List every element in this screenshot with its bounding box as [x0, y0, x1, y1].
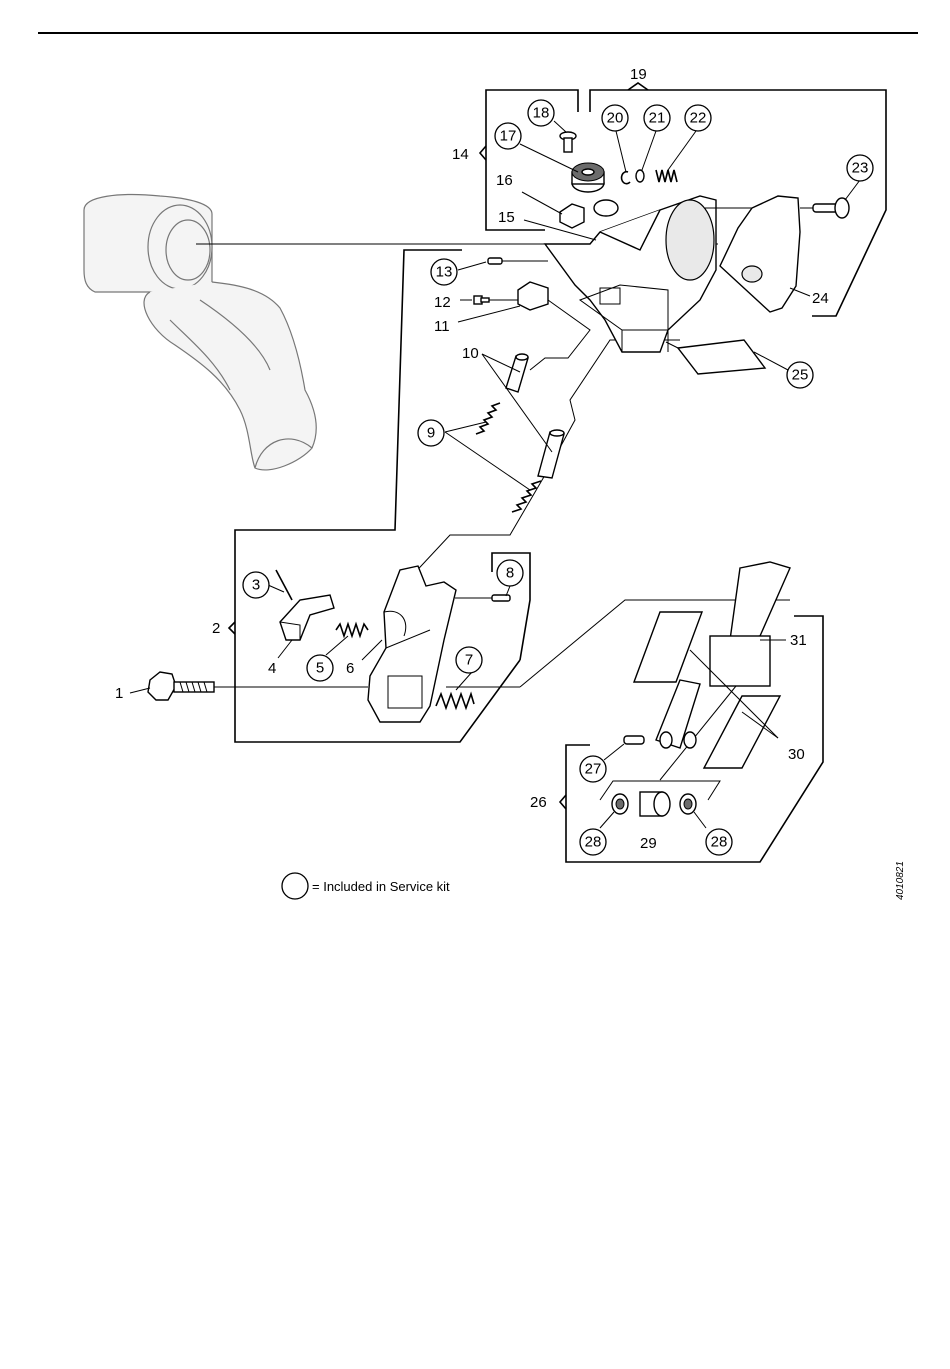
label-30: 30 — [788, 746, 805, 763]
link-part-26 — [656, 680, 700, 748]
svg-text:8: 8 — [506, 565, 514, 582]
svg-text:20: 20 — [607, 110, 624, 127]
svg-text:21: 21 — [649, 110, 666, 127]
callout-17: 17 — [495, 123, 521, 149]
block-part-16 — [560, 204, 584, 228]
plate-part-11 — [518, 282, 548, 310]
washer-part-21 — [636, 170, 644, 182]
svg-text:28: 28 — [585, 834, 602, 851]
callout-23: 23 — [847, 155, 873, 181]
svg-text:23: 23 — [852, 160, 869, 177]
label-31: 31 — [790, 632, 807, 649]
latch-part-4 — [280, 595, 334, 640]
knob-part-17 — [572, 163, 604, 192]
callout-3: 3 — [243, 572, 269, 598]
plate-part-25 — [678, 340, 765, 374]
handle-body — [84, 195, 316, 470]
callout-20: 20 — [602, 105, 628, 131]
cover-part-24 — [720, 196, 800, 312]
callout-7: 7 — [456, 647, 482, 673]
boss-part-15 — [594, 200, 618, 216]
label-11: 11 — [434, 318, 450, 335]
group-14-brace — [480, 146, 486, 160]
label-2: 2 — [212, 620, 220, 637]
callout-8: 8 — [497, 560, 523, 586]
callout-9: 9 — [418, 420, 444, 446]
svg-text:17: 17 — [500, 128, 517, 145]
svg-text:25: 25 — [792, 367, 809, 384]
callout-22: 22 — [685, 105, 711, 131]
legend-text: = Included in Service kit — [312, 879, 450, 894]
svg-text:27: 27 — [585, 761, 602, 778]
callout-13: 13 — [431, 259, 457, 285]
pin-part-10-a — [506, 354, 528, 392]
sleeve-part-29 — [640, 792, 670, 816]
label-4: 4 — [268, 660, 276, 677]
group-19-brace — [628, 83, 648, 90]
housing-inner-line-a — [530, 300, 590, 370]
group-2-brace — [229, 622, 235, 634]
label-6: 6 — [346, 660, 354, 677]
label-14: 14 — [452, 146, 469, 163]
pin-part-3 — [276, 570, 292, 600]
bolt-part-1 — [148, 672, 214, 700]
svg-text:13: 13 — [436, 264, 453, 281]
callout-25: 25 — [787, 362, 813, 388]
group-26-brace — [560, 795, 566, 809]
label-10: 10 — [462, 345, 479, 362]
label-12: 12 — [434, 294, 451, 311]
label-24: 24 — [812, 290, 829, 307]
svg-text:7: 7 — [465, 652, 473, 669]
callout-18: 18 — [528, 100, 554, 126]
callout-28-right: 28 — [706, 829, 732, 855]
pin-part-13 — [488, 258, 502, 264]
axis-line-diag — [520, 600, 738, 687]
svg-text:28: 28 — [711, 834, 728, 851]
pin-part-8 — [492, 595, 510, 601]
bushing-part-28-a — [612, 794, 628, 814]
callout-5: 5 — [307, 655, 333, 681]
pin-part-27 — [624, 736, 644, 744]
callout-27: 27 — [580, 756, 606, 782]
spring-part-5 — [336, 624, 368, 636]
svg-text:22: 22 — [690, 110, 707, 127]
callout-28-left: 28 — [580, 829, 606, 855]
svg-text:9: 9 — [427, 425, 435, 442]
label-16: 16 — [496, 172, 513, 189]
bushing-part-28-b — [680, 794, 696, 814]
spring-part-22 — [656, 170, 677, 182]
callout-21: 21 — [644, 105, 670, 131]
svg-text:18: 18 — [533, 105, 550, 122]
drawing-number: 4010821 — [895, 861, 906, 900]
label-1: 1 — [115, 685, 123, 702]
screw-part-18 — [560, 132, 576, 152]
clip-part-20 — [621, 172, 630, 184]
label-29: 29 — [640, 835, 657, 852]
label-19: 19 — [630, 66, 647, 83]
legend-circle — [282, 873, 308, 899]
spring-part-7 — [436, 694, 474, 708]
spring-part-9-a — [476, 403, 500, 434]
svg-text:5: 5 — [316, 660, 324, 677]
svg-text:3: 3 — [252, 577, 260, 594]
label-26: 26 — [530, 794, 547, 811]
label-15: 15 — [498, 209, 515, 226]
